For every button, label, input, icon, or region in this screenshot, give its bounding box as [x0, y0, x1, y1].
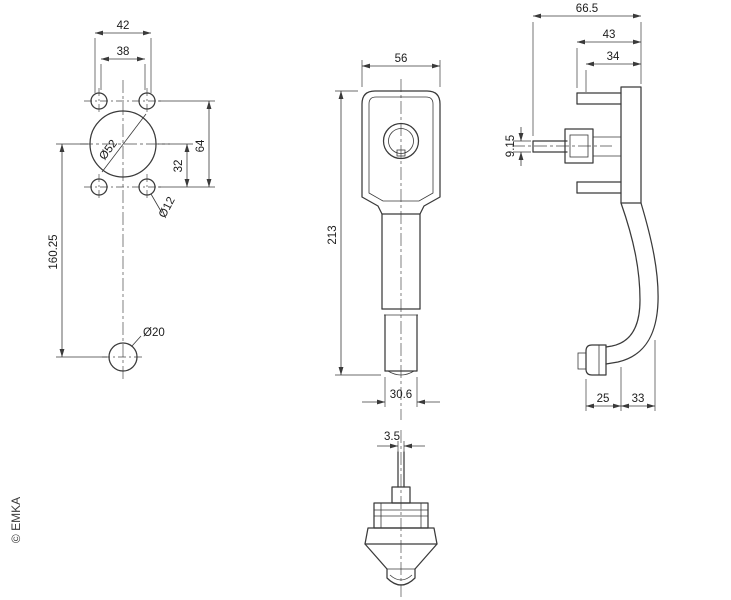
dim-9-15: 9.15 — [505, 135, 517, 157]
dia-52-label: Ø52 — [97, 138, 120, 163]
dim-64: 64 — [195, 139, 207, 152]
dim-66-5: 66.5 — [576, 3, 598, 15]
dim-56: 56 — [395, 53, 408, 65]
dim-3-5: 3.5 — [384, 431, 400, 443]
dim-25: 25 — [597, 393, 610, 405]
dim-38: 38 — [117, 46, 130, 58]
dim-43: 43 — [603, 29, 616, 41]
dia-12-label: Ø12 — [157, 195, 178, 220]
dim-33: 33 — [632, 393, 645, 405]
dim-30-6: 30.6 — [390, 389, 412, 401]
dim-160-25: 160.25 — [48, 234, 60, 269]
front-view: 56 213 30.6 — [327, 53, 441, 420]
bottom-view: 3.5 — [364, 430, 438, 597]
dim-42: 42 — [117, 20, 130, 32]
dim-32: 32 — [173, 160, 185, 173]
dia-20-label: Ø20 — [143, 327, 165, 339]
dim-34: 34 — [607, 51, 620, 63]
brand-label: © EMKA — [9, 497, 23, 543]
dim-213: 213 — [327, 225, 339, 244]
hole-pattern-view: 42 38 64 32 160.25 Ø52 Ø12 Ø20 — [48, 20, 215, 382]
side-view: 66.5 43 34 9.15 25 33 — [505, 3, 659, 411]
